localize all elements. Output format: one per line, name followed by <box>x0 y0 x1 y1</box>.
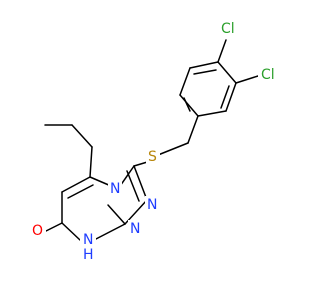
atom-label: S <box>148 149 157 165</box>
bond <box>126 170 140 202</box>
oxygen-atom: O <box>30 222 46 240</box>
bond <box>67 184 94 199</box>
bond <box>93 223 126 241</box>
bond <box>157 142 189 156</box>
atom-label: N <box>130 221 140 237</box>
bond <box>107 204 126 225</box>
bond <box>197 110 227 117</box>
nitrogen-atom: N <box>145 196 159 214</box>
bond-layer <box>44 39 259 241</box>
chemical-structure: Cl Cl S N N N N H O <box>30 20 282 264</box>
bond <box>217 39 227 63</box>
atom-mask <box>218 20 240 38</box>
atom-label: N <box>83 232 93 248</box>
bond <box>189 61 219 69</box>
atom-label: N <box>110 181 120 197</box>
atom-mask <box>108 180 122 198</box>
atom-mask <box>128 220 142 238</box>
atom-label: Cl <box>261 67 275 83</box>
bond <box>193 69 217 75</box>
atom-layer: Cl Cl S N N N N H O <box>30 20 282 264</box>
nitrogen-atom: N <box>108 180 122 198</box>
bond <box>61 176 91 193</box>
bond <box>89 146 93 178</box>
atom-mask <box>80 230 96 264</box>
bond <box>179 67 191 96</box>
atom-mask <box>146 148 160 166</box>
bond <box>71 124 93 148</box>
chlorine-atom: Cl <box>218 20 240 38</box>
bond <box>183 97 191 112</box>
bond <box>187 115 199 144</box>
bond <box>217 61 237 84</box>
atom-mask <box>258 66 282 84</box>
bond <box>225 82 237 112</box>
atom-mask <box>145 196 159 214</box>
bond <box>179 94 199 117</box>
bond <box>133 165 148 201</box>
bond <box>220 85 230 109</box>
hydrogen-label: H <box>83 247 94 263</box>
bond <box>45 222 63 232</box>
atom-label: N <box>147 197 157 213</box>
bond <box>61 222 81 241</box>
bond <box>235 75 259 84</box>
nitrogen-atom: N <box>128 220 142 238</box>
atom-mask <box>30 222 46 240</box>
sulfur-atom: S <box>146 148 160 166</box>
atom-label: Cl <box>221 21 235 37</box>
nh-group: N H <box>80 230 96 264</box>
atom-label: O <box>32 223 43 239</box>
chlorine-atom: Cl <box>258 66 282 84</box>
